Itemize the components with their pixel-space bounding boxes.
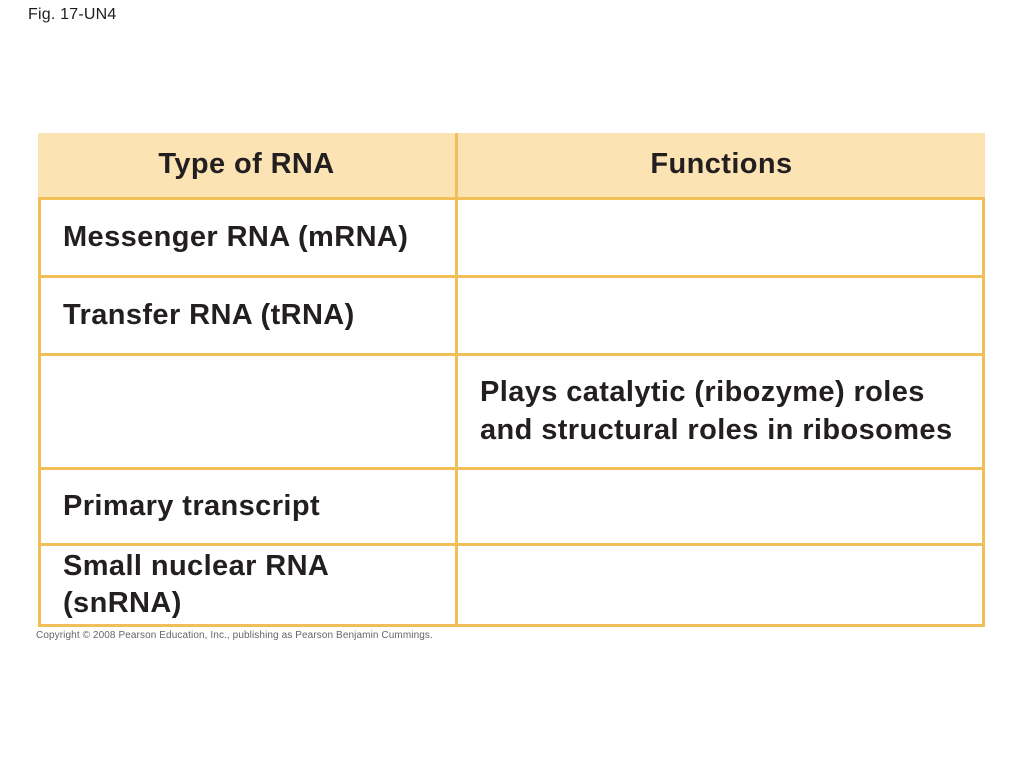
table-row-snrna: Small nuclear RNA (snRNA) xyxy=(38,546,985,627)
table-header-row: Type of RNA Functions xyxy=(38,133,985,200)
function-cell-blank xyxy=(458,200,985,278)
table-row-trna: Transfer RNA (tRNA) xyxy=(38,278,985,356)
function-cell-blank xyxy=(458,470,985,546)
figure-label: Fig. 17-UN4 xyxy=(28,6,117,23)
rna-type-cell: Transfer RNA (tRNA) xyxy=(38,278,458,356)
rna-functions-table: Type of RNA Functions Messenger RNA (mRN… xyxy=(38,133,985,627)
function-text-line-2: and structural roles in ribosomes xyxy=(480,413,953,446)
table-row-mrna: Messenger RNA (mRNA) xyxy=(38,200,985,278)
function-text-line-1: Plays catalytic (ribozyme) roles xyxy=(480,376,925,409)
column-header-type-of-rna: Type of RNA xyxy=(38,133,458,200)
rna-type-cell: Small nuclear RNA (snRNA) xyxy=(38,546,458,627)
function-cell-blank xyxy=(458,278,985,356)
column-header-functions: Functions xyxy=(458,133,985,200)
rna-type-cell-blank xyxy=(38,356,458,470)
table-row-ribozyme: Plays catalytic (ribozyme) roles and str… xyxy=(38,356,985,470)
copyright-notice: Copyright © 2008 Pearson Education, Inc.… xyxy=(36,630,433,641)
table-row-primary-transcript: Primary transcript xyxy=(38,470,985,546)
function-cell-blank xyxy=(458,546,985,627)
rna-type-cell: Messenger RNA (mRNA) xyxy=(38,200,458,278)
rna-type-cell: Primary transcript xyxy=(38,470,458,546)
function-cell: Plays catalytic (ribozyme) roles and str… xyxy=(458,356,985,470)
